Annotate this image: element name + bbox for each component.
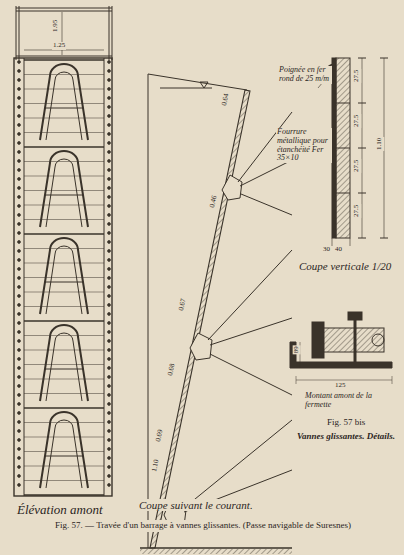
dimension: 40 bbox=[334, 246, 343, 254]
elevation-view bbox=[14, 6, 112, 496]
view-title: Élévation amont bbox=[16, 503, 104, 517]
dimension: 1.95 bbox=[52, 19, 60, 33]
view-title: Coupe verticale 1/20 bbox=[298, 260, 392, 272]
dimension: 1.10 bbox=[151, 458, 161, 474]
dimension: 27.5 bbox=[353, 159, 361, 173]
part-name: Fourrure métallique pour étanchéité Fer … bbox=[276, 128, 332, 163]
detail-view bbox=[290, 312, 392, 384]
dimension: 0.69 bbox=[155, 428, 165, 444]
dimension: 27.5 bbox=[353, 204, 361, 218]
dimension: 27.5 bbox=[353, 114, 361, 128]
dimension: 1.25 bbox=[52, 42, 66, 50]
figure-caption: Fig. 57. — Travée d'un barrage à vannes … bbox=[52, 520, 354, 532]
dimension: 1.10 bbox=[376, 137, 384, 151]
dimension: 0.64 bbox=[221, 92, 231, 108]
figure-title: Vannes glissantes. Détails. bbox=[296, 432, 396, 442]
dimension: 125 bbox=[334, 382, 347, 390]
dimension: 27.5 bbox=[353, 69, 361, 83]
part-name: Montant amont de la fermette bbox=[304, 392, 390, 410]
dimension: 0.67 bbox=[178, 297, 188, 313]
dimension: 89 bbox=[292, 346, 300, 355]
part-name: Poignée en fer rond de 25 m/m bbox=[278, 66, 332, 84]
section-view bbox=[140, 74, 292, 554]
view-title: Coupe suivant le courant. bbox=[138, 499, 254, 511]
dimension: 0.68 bbox=[167, 362, 177, 378]
dimension: 0.46 bbox=[209, 194, 219, 210]
dimension: 30 bbox=[322, 246, 331, 254]
figure-number: Fig. 57 bis bbox=[326, 418, 366, 428]
